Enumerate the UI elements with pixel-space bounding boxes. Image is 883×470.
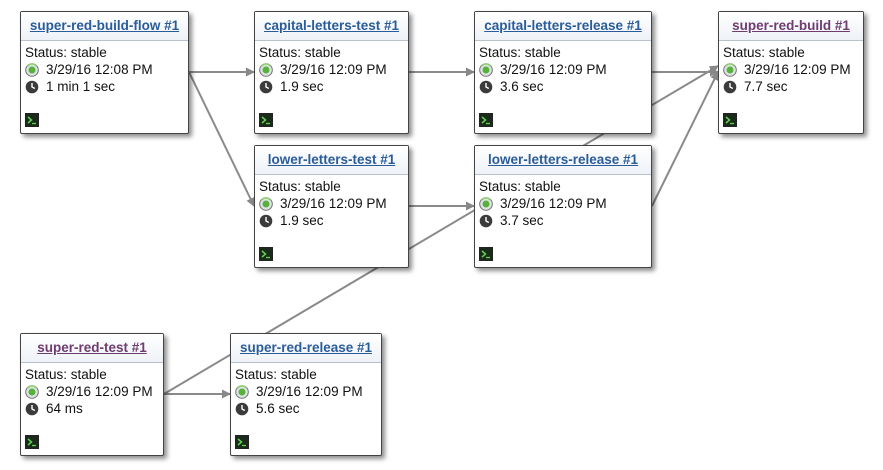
build-duration: 64 ms — [46, 401, 83, 416]
clock-icon — [25, 402, 39, 415]
console-icon[interactable] — [259, 113, 273, 127]
node-title-link[interactable]: super-red-release #1 — [239, 340, 373, 355]
console-icon[interactable] — [479, 113, 493, 127]
status-text: Status: stable — [25, 45, 107, 60]
console-icon[interactable] — [235, 435, 249, 449]
status-text: Status: stable — [479, 179, 561, 194]
build-date: 3/29/16 12:09 PM — [744, 62, 851, 77]
build-status-icon — [25, 62, 39, 77]
node-super-red-build-flow: super-red-build-flow #1 Status: stable 3… — [20, 11, 189, 134]
node-capital-letters-release: capital-letters-release #1 Status: stabl… — [474, 11, 652, 134]
node-super-red-test: super-red-test #1 Status: stable 3/29/16… — [20, 333, 164, 456]
build-duration: 5.6 sec — [256, 401, 300, 416]
node-title-link[interactable]: capital-letters-release #1 — [484, 18, 642, 33]
build-duration: 1 min 1 sec — [46, 79, 116, 94]
status-text: Status: stable — [259, 179, 341, 194]
console-icon[interactable] — [723, 113, 737, 127]
console-icon[interactable] — [25, 113, 39, 127]
status-text: Status: stable — [25, 367, 107, 382]
build-duration: 3.6 sec — [500, 79, 544, 94]
build-status-icon — [235, 384, 249, 399]
build-duration: 1.9 sec — [280, 79, 324, 94]
status-text: Status: stable — [235, 367, 317, 382]
build-duration: 1.9 sec — [280, 213, 324, 228]
node-super-red-build: super-red-build #1 Status: stable 3/29/1… — [718, 11, 864, 134]
build-date: 3/29/16 12:09 PM — [500, 62, 607, 77]
node-title-link[interactable]: super-red-test #1 — [37, 340, 147, 355]
node-title-link[interactable]: lower-letters-test #1 — [267, 152, 396, 167]
node-super-red-release: super-red-release #1 Status: stable 3/29… — [230, 333, 382, 456]
clock-icon — [25, 80, 39, 93]
node-title-link[interactable]: super-red-build #1 — [732, 18, 850, 33]
build-status-icon — [479, 62, 493, 77]
build-status-icon — [479, 196, 493, 211]
build-date: 3/29/16 12:09 PM — [500, 196, 607, 211]
build-status-icon — [723, 62, 737, 77]
clock-icon — [723, 80, 737, 93]
node-title-link[interactable]: lower-letters-release #1 — [487, 152, 639, 167]
status-text: Status: stable — [723, 45, 805, 60]
build-date: 3/29/16 12:09 PM — [46, 384, 153, 399]
edge-flow-to-lower-test — [188, 71, 255, 207]
clock-icon — [259, 80, 273, 93]
clock-icon — [479, 214, 493, 227]
node-title-link[interactable]: super-red-build-flow #1 — [29, 18, 180, 33]
build-date: 3/29/16 12:09 PM — [280, 62, 387, 77]
clock-icon — [479, 80, 493, 93]
status-text: Status: stable — [259, 45, 341, 60]
edge-lower-release-to-build — [651, 71, 719, 207]
clock-icon — [235, 402, 249, 415]
build-date: 3/29/16 12:09 PM — [256, 384, 363, 399]
build-duration: 7.7 sec — [744, 79, 788, 94]
build-date: 3/29/16 12:08 PM — [46, 62, 153, 77]
node-title-link[interactable]: capital-letters-test #1 — [263, 18, 400, 33]
build-status-icon — [25, 384, 39, 399]
clock-icon — [259, 214, 273, 227]
build-status-icon — [259, 62, 273, 77]
console-icon[interactable] — [25, 435, 39, 449]
node-capital-letters-test: capital-letters-test #1 Status: stable 3… — [254, 11, 409, 134]
status-text: Status: stable — [479, 45, 561, 60]
node-lower-letters-test: lower-letters-test #1 Status: stable 3/2… — [254, 145, 409, 268]
console-icon[interactable] — [479, 247, 493, 261]
build-status-icon — [259, 196, 273, 211]
build-date: 3/29/16 12:09 PM — [280, 196, 387, 211]
node-lower-letters-release: lower-letters-release #1 Status: stable … — [474, 145, 652, 268]
build-duration: 3.7 sec — [500, 213, 544, 228]
console-icon[interactable] — [259, 247, 273, 261]
